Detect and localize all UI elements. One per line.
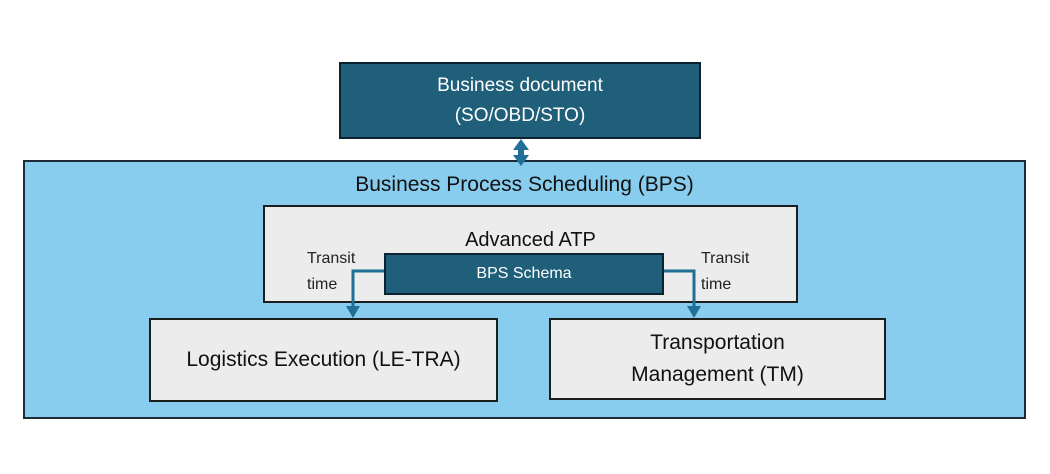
arrow-down-icon [513,155,529,166]
arrow-down-icon [687,306,701,318]
schema-to-le-connector [346,269,386,318]
bidirectional-connector [513,139,529,166]
schema-to-tm-connector [662,269,701,318]
transportation-management-box: Transportation Management (TM) [549,318,886,400]
advanced-atp-title: Advanced ATP [465,229,596,251]
arrow-down-icon [346,306,360,318]
transit-time-left: Transit time [307,246,377,298]
transit-left-line1: Transit [307,250,356,267]
bps-schema-label: BPS Schema [476,265,572,282]
transportation-management-line2: Management (TM) [631,363,804,386]
business-document-types: (SO/OBD/STO) [454,104,586,126]
transit-time-right: Transit time [701,246,771,298]
arrow-up-icon [513,139,529,150]
logistics-execution-label: Logistics Execution (LE-TRA) [186,348,461,371]
transportation-management-line1: Transportation [650,331,785,354]
business-document-title: Business document [437,74,603,96]
bps-schema-box: BPS Schema [384,253,664,295]
transit-right-line1: Transit [701,250,750,267]
transit-right-line2: time [701,276,732,293]
logistics-execution-box: Logistics Execution (LE-TRA) [149,318,498,402]
business-document-box: Business document (SO/OBD/STO) [339,62,701,139]
bps-title: Business Process Scheduling (BPS) [355,173,694,196]
transit-left-line2: time [307,276,338,293]
